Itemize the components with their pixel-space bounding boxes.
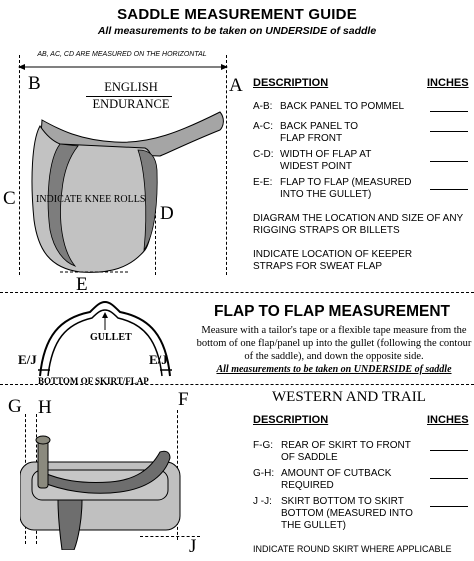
letter-b: B <box>28 73 41 94</box>
english-saddle-diagram <box>31 111 224 273</box>
english-row-text: BACK PANEL TO FLAP FRONT <box>280 121 358 144</box>
saddle-type-endurance: ENDURANCE <box>92 97 170 111</box>
western-row-text: REAR OF SKIRT TO FRONT OF SADDLE <box>281 440 411 463</box>
letter-d: D <box>160 203 174 224</box>
gullet-label: GULLET <box>90 332 132 343</box>
flap-section-title: FLAP TO FLAP MEASUREMENT <box>214 303 450 320</box>
gullet-diagram <box>38 300 172 377</box>
letter-h: H <box>38 397 52 418</box>
western-section-title: WESTERN AND TRAIL <box>272 389 426 405</box>
bottom-skirt-label: BOTTOM OF SKIRT/FLAP <box>38 376 149 386</box>
western-inches-header: INCHES <box>427 414 469 426</box>
english-row-code: E-E: <box>253 177 273 188</box>
english-row-text: WIDTH OF FLAP AT WIDEST POINT <box>280 149 372 172</box>
western-row-code: F-G: <box>253 440 273 451</box>
rigging-note: DIAGRAM THE LOCATION AND SIZE OF ANY RIG… <box>253 213 464 236</box>
western-row-text: SKIRT BOTTOM TO SKIRT BOTTOM (MEASURED I… <box>281 496 413 531</box>
english-row-text: BACK PANEL TO POMMEL <box>280 101 405 112</box>
flap-guide-line <box>155 200 156 275</box>
keeper-straps-note: INDICATE LOCATION OF KEEPER STRAPS FOR S… <box>253 249 413 272</box>
flap-underside-note: All measurements to be taken on UNDERSID… <box>216 364 452 375</box>
english-row-blank[interactable] <box>430 161 468 162</box>
page-title: SADDLE MEASUREMENT GUIDE <box>117 6 357 23</box>
english-inches-header: INCHES <box>427 77 469 89</box>
j-guide-line <box>140 536 200 537</box>
right-guide-line <box>226 55 227 275</box>
western-row-blank[interactable] <box>430 450 468 451</box>
english-description-header: DESCRIPTION <box>253 77 329 89</box>
western-row-text: AMOUNT OF CUTBACK REQUIRED <box>281 468 392 491</box>
western-description-header: DESCRIPTION <box>253 414 329 426</box>
letter-f: F <box>178 389 189 410</box>
english-row-blank[interactable] <box>430 189 468 190</box>
round-skirt-note: INDICATE ROUND SKIRT WHERE APPLICABLE <box>253 544 452 554</box>
flap-description: Measure with a tailor's tape or a flexib… <box>196 325 472 362</box>
knee-rolls-label: INDICATE KNEE ROLLS <box>36 194 146 205</box>
western-row-code: J -J: <box>253 496 272 507</box>
letter-g: G <box>8 396 22 417</box>
english-row-blank[interactable] <box>430 111 468 112</box>
page-subtitle: All measurements to be taken on UNDERSID… <box>97 25 377 37</box>
ej-left-label: E/J <box>18 352 37 367</box>
section-divider <box>0 292 474 293</box>
section-divider <box>0 384 474 385</box>
english-row-code: A-B: <box>253 101 273 112</box>
ej-right-label: E/J <box>149 352 168 367</box>
western-row-blank[interactable] <box>430 478 468 479</box>
western-saddle-diagram <box>20 435 181 550</box>
horizontal-arrow-line <box>18 63 228 71</box>
letter-a: A <box>229 75 243 96</box>
western-row-code: G-H: <box>253 468 275 479</box>
english-row-blank[interactable] <box>430 131 468 132</box>
english-row-text: FLAP TO FLAP (MEASURED INTO THE GULLET) <box>280 177 412 200</box>
english-row-code: A-C: <box>253 121 273 132</box>
left-guide-line <box>19 55 20 275</box>
letter-j: J <box>189 536 197 557</box>
letter-c: C <box>3 188 16 209</box>
western-row-blank[interactable] <box>430 506 468 507</box>
horizontal-note: AB, AC, CD ARE MEASURED ON THE HORIZONTA… <box>37 51 207 58</box>
letter-e: E <box>76 274 88 295</box>
english-row-code: C-D: <box>253 149 274 160</box>
type-divider <box>86 96 172 97</box>
saddle-type-english: ENGLISH <box>104 80 158 94</box>
